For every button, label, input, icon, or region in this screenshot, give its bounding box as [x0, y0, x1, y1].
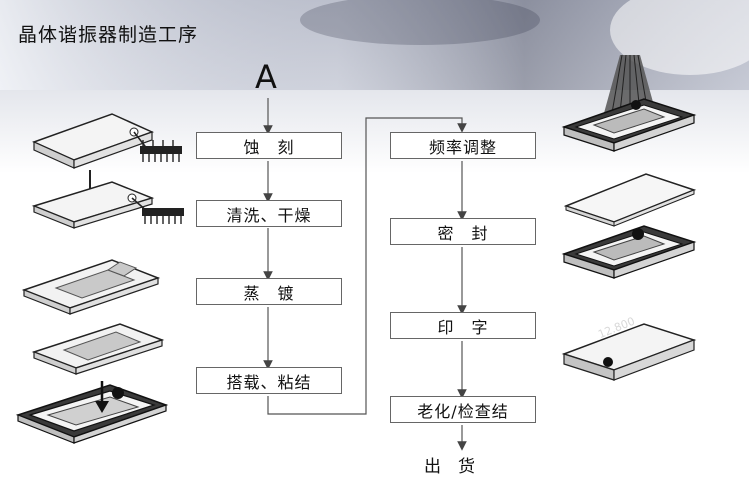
step-vapor-deposition: 蒸 镀 — [196, 278, 342, 305]
blank-with-leads-icon — [31, 113, 182, 169]
diagram-title: 晶体谐振器制造工序 — [18, 24, 199, 46]
electrode-film-icon — [21, 259, 161, 315]
connector-cross — [267, 117, 467, 415]
step-frequency-adjust: 频率调整 — [390, 132, 536, 159]
end-label: 出 货 — [424, 457, 475, 477]
step-cleaning-drying: 清洗、干燥 — [196, 200, 342, 227]
start-label: A — [255, 58, 277, 96]
step-aging-inspection: 老化/检查结 — [390, 396, 536, 423]
step-mounting-bonding: 搭载、粘结 — [196, 367, 342, 394]
step-marking: 印 字 — [390, 312, 536, 339]
step-sealing: 密 封 — [390, 218, 536, 245]
laser-trim-package-icon — [561, 55, 697, 152]
step-etching: 蚀 刻 — [196, 132, 342, 159]
lid-and-package-icon — [561, 173, 697, 279]
electrode-film-stacked-icon — [31, 323, 165, 375]
crystal-on-package-icon — [15, 381, 169, 444]
blank-with-leads-lowered-icon — [31, 170, 184, 229]
sealed-marked-package-icon: 12.800 ▒▒▒.5B — [561, 315, 697, 381]
